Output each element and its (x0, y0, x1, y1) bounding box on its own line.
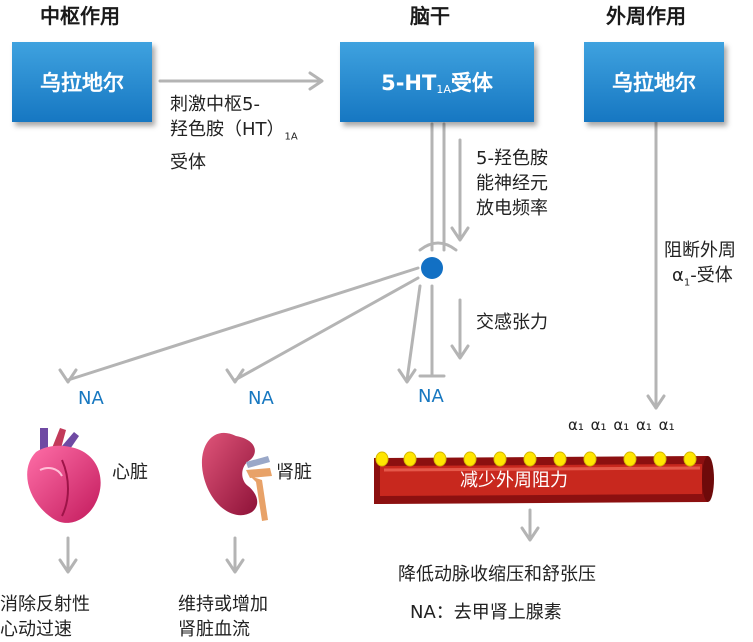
heart-icon (27, 428, 101, 523)
label-reduce-resistance: 减少外周阻力 (460, 470, 568, 491)
line-to-vessel (405, 284, 422, 382)
kidney-icon (201, 432, 272, 521)
na-label-kidney: NA (248, 388, 274, 409)
box-urapidil-peripheral-label: 乌拉地尔 (612, 71, 696, 95)
na-label-vessel: NA (418, 386, 444, 407)
label-heart-effect: 消除反射性 心动过速 (0, 594, 90, 640)
label-neuron-firing: 5-羟色胺 能神经元 放电频率 (476, 148, 548, 219)
label-sympathetic: 交感张力 (476, 312, 548, 333)
box-5ht1a-receptor: 5-HT1A受体 (340, 42, 534, 122)
box-urapidil-central-label: 乌拉地尔 (40, 71, 124, 95)
line-to-heart (66, 266, 420, 382)
na-label-heart: NA (78, 388, 104, 409)
box-urapidil-peripheral: 乌拉地尔 (584, 42, 724, 122)
label-legend-na: NA：去甲肾上腺素 (410, 602, 562, 623)
header-brainstem: 脑干 (410, 4, 450, 28)
label-kidney-effect: 维持或增加 肾脏血流 (178, 594, 268, 640)
label-pressure-effect: 降低动脉收缩压和舒张压 (398, 564, 596, 585)
blood-vessel-icon (374, 451, 714, 504)
line-to-kidney (233, 276, 420, 382)
alpha-receptors-label: α₁ α₁ α₁ α₁ α₁ (568, 416, 675, 434)
header-peripheral: 外周作用 (606, 4, 686, 28)
neuron-node (421, 257, 443, 279)
box-5ht1a-label: 5-HT1A受体 (381, 71, 493, 96)
box-urapidil-central: 乌拉地尔 (12, 42, 152, 122)
label-heart: 心脏 (112, 462, 148, 483)
label-kidney: 肾脏 (276, 462, 312, 483)
header-central: 中枢作用 (40, 4, 120, 28)
label-alpha-block: 阻断外周 α1-受体 (664, 240, 736, 289)
label-stimulate: 刺激中枢5- 羟色胺（HT）1A 受体 (170, 94, 298, 173)
